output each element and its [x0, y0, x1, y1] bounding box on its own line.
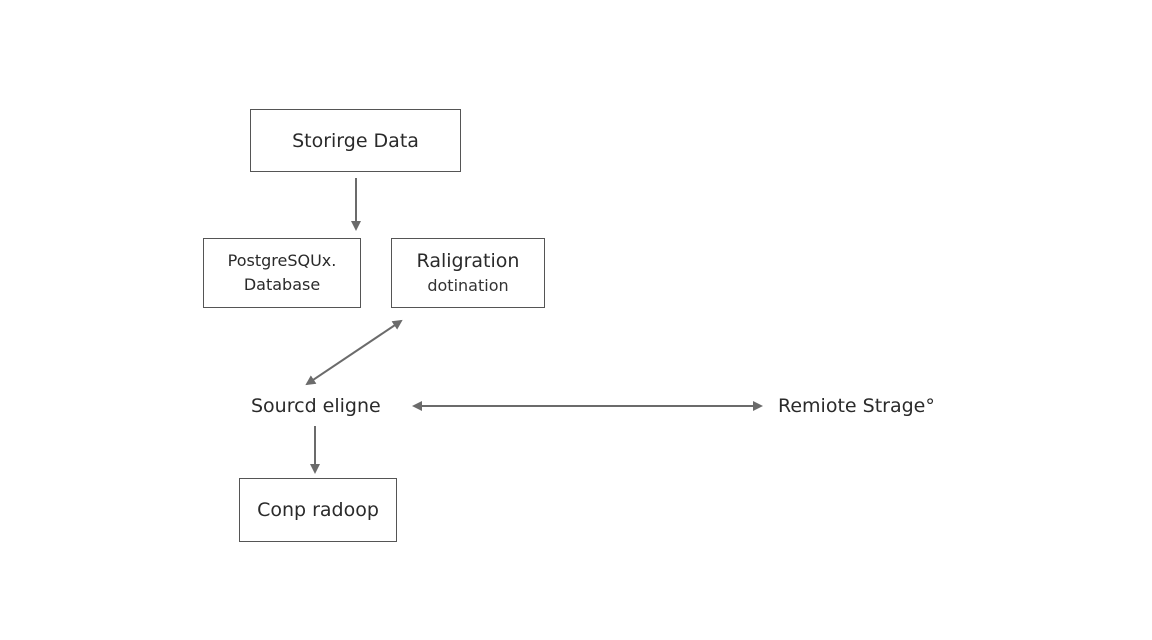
- edge-raligration-source: [305, 319, 403, 386]
- postgres-label-line2: Database: [243, 275, 321, 294]
- remote-storage-label: Remiote Strage°: [778, 395, 935, 417]
- conp-radoop-node: Conp radoop: [239, 478, 397, 542]
- postgres-label-line1: PostgreSQUx.: [227, 251, 337, 270]
- conp-radoop-label: Conp radoop: [257, 499, 379, 521]
- storage-data-node: Storirge Data: [250, 109, 461, 172]
- storage-data-label: Storirge Data: [292, 129, 419, 152]
- raligration-node: Raligration dotination: [391, 238, 545, 308]
- raligration-label-line2: dotination: [427, 276, 509, 296]
- postgres-database-node: PostgreSQUx. Database: [203, 238, 361, 308]
- source-engine-label: Sourcd eligne: [251, 395, 381, 417]
- raligration-label-line1: Raligration: [416, 249, 520, 272]
